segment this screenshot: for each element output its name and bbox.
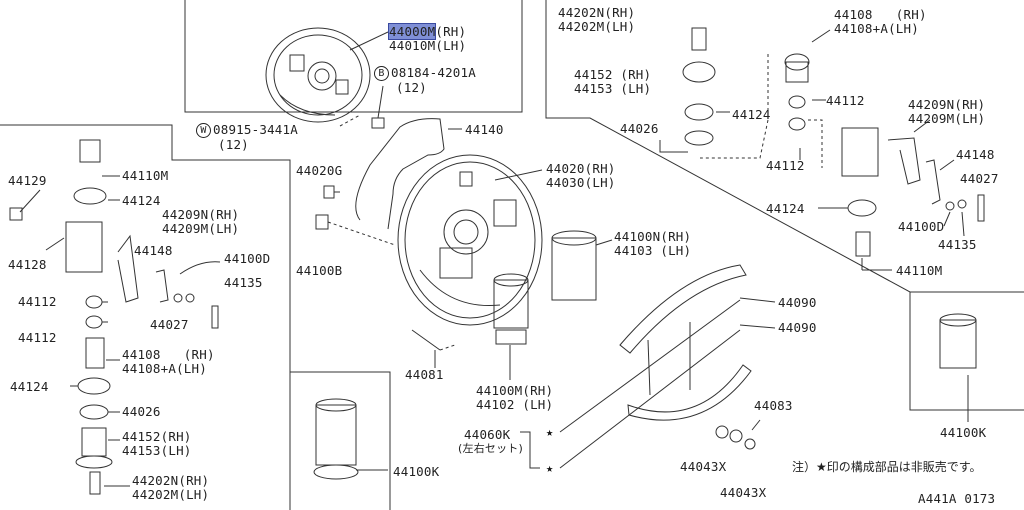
label-44100n: 44100N(RH)44103 (LH) (614, 229, 692, 258)
label-44100k-center: 44100K (393, 464, 440, 479)
label-44148-right: 44148 (956, 147, 995, 162)
label-44124-left-1: 44124 (122, 193, 161, 208)
brake-pipe-44140 (355, 118, 445, 230)
frame-left-section (0, 124, 291, 510)
label-44100m: 44100M(RH)44102 (LH) (476, 383, 554, 412)
label-44148-left: 44148 (134, 243, 173, 258)
label-44110m-left: 44110M (122, 168, 169, 183)
left-parts-stack (65, 139, 113, 495)
label-44026-left: 44026 (122, 404, 161, 419)
wheel-cylinder-kit-right-illustration (939, 313, 977, 369)
label-44209-right: 44209N(RH)44209M(LH) (908, 97, 986, 126)
footnote: 注）★印の構成部品は非販売です。 (792, 460, 982, 474)
label-44081: 44081 (405, 367, 444, 382)
label-44090-upper: 44090 (778, 295, 817, 310)
label-44128: 44128 (8, 257, 47, 272)
label-44209-left: 44209N(RH)44209M(LH) (162, 207, 240, 236)
label-44043x-b: 44043X (720, 485, 767, 500)
star-mark-1: ★ (546, 425, 553, 439)
label-44112-left-2: 44112 (18, 330, 57, 345)
backing-plate-illustration (397, 154, 543, 326)
wheel-cylinder-right-illustration (551, 230, 597, 301)
label-44108-right: 44108 (RH)44108+A(LH) (834, 7, 927, 36)
frame-top-center (184, 0, 523, 113)
label-44124-left-2: 44124 (10, 379, 49, 394)
figure-code: A441A 0173 (918, 491, 996, 506)
label-44027-right: 44027 (960, 171, 999, 186)
frame-right-section (545, 0, 1024, 293)
label-44020g: 44020G (296, 163, 343, 178)
label-44202-left: 44202N(RH)44202M(LH) (132, 473, 210, 502)
label-44112-left-1: 44112 (18, 294, 57, 309)
label-44135-left: 44135 (224, 275, 263, 290)
right-top-parts-stack (682, 27, 879, 257)
label-44135-right: 44135 (938, 237, 977, 252)
label-44027-left: 44027 (150, 317, 189, 332)
label-44020: 44020(RH)44030(LH) (546, 161, 616, 190)
label-44083: 44083 (754, 398, 793, 413)
label-44100b: 44100B (296, 263, 343, 278)
frame-bottom-right (909, 292, 1024, 411)
backing-plate-small-illustration (265, 27, 371, 123)
label-44090-lower: 44090 (778, 320, 817, 335)
brake-shoe-upper (619, 264, 747, 396)
star-mark-2: ★ (546, 461, 553, 475)
label-44124-right-2: 44124 (766, 201, 805, 216)
frame-center-bottom (290, 371, 391, 510)
label-44124-right-1: 44124 (732, 107, 771, 122)
label-44043x-a: 44043X (680, 459, 727, 474)
label-44100k-right: 44100K (940, 425, 987, 440)
label-44110m-right: 44110M (896, 263, 943, 278)
label-44112-right-1: 44112 (826, 93, 865, 108)
label-44026-right: 44026 (620, 121, 659, 136)
label-44112-right-2: 44112 (766, 158, 805, 173)
label-44000-rh: 44000M(RH)44010M(LH) (387, 23, 467, 53)
wheel-cylinder-illustration (493, 273, 529, 345)
washer-symbol-icon: W (196, 123, 211, 138)
label-44129: 44129 (8, 173, 47, 188)
bolt-symbol-icon: B (374, 66, 389, 81)
label-44140: 44140 (465, 122, 504, 137)
brake-shoe-lower (627, 364, 752, 421)
label-44100d-right: 44100D (898, 219, 945, 234)
label-44152-right: 44152 (RH)44153 (LH) (574, 67, 652, 96)
label-44202-right: 44202N(RH)44202M(LH) (558, 5, 636, 34)
label-44060k: 44060K(左右セット) (458, 427, 523, 456)
label-44100d-left: 44100D (224, 251, 271, 266)
label-44108-left: 44108 (RH)44108+A(LH) (122, 347, 215, 376)
wheel-cylinder-kit-illustration (313, 398, 359, 480)
highlighted-part-number[interactable]: 44000M (387, 23, 437, 40)
label-44152-left: 44152(RH)44153(LH) (122, 429, 192, 458)
